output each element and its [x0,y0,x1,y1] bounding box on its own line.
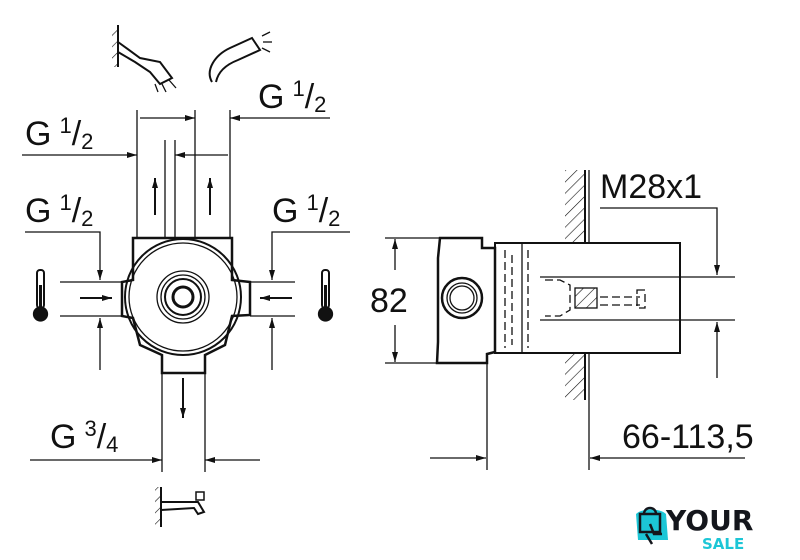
hand-shower-icon [208,31,272,83]
depth-range-label: 66-113,5 [622,418,754,456]
thermometer-icon [317,269,334,322]
side-inlets [60,281,295,317]
svg-text:SALE: SALE [702,535,744,552]
valve-body-side [435,236,681,365]
dimension-lines-front [22,115,350,463]
wall-shower-icon [112,25,177,93]
wall [565,170,590,400]
thread-label: M28x1 [600,168,702,206]
bath-spout-icon [155,487,206,527]
yoursale-logo: YOUR SALE [632,500,762,552]
valve-body-front [120,236,252,375]
svg-text:YOUR: YOUR [665,504,753,537]
height-dimension-label: 82 [370,282,408,320]
shopping-bag-hand-icon: YOUR SALE [636,504,753,552]
dimension-lines-side [385,207,745,470]
top-pipes [136,110,231,238]
thermometer-icon [32,269,49,322]
bottom-pipe [161,373,206,472]
